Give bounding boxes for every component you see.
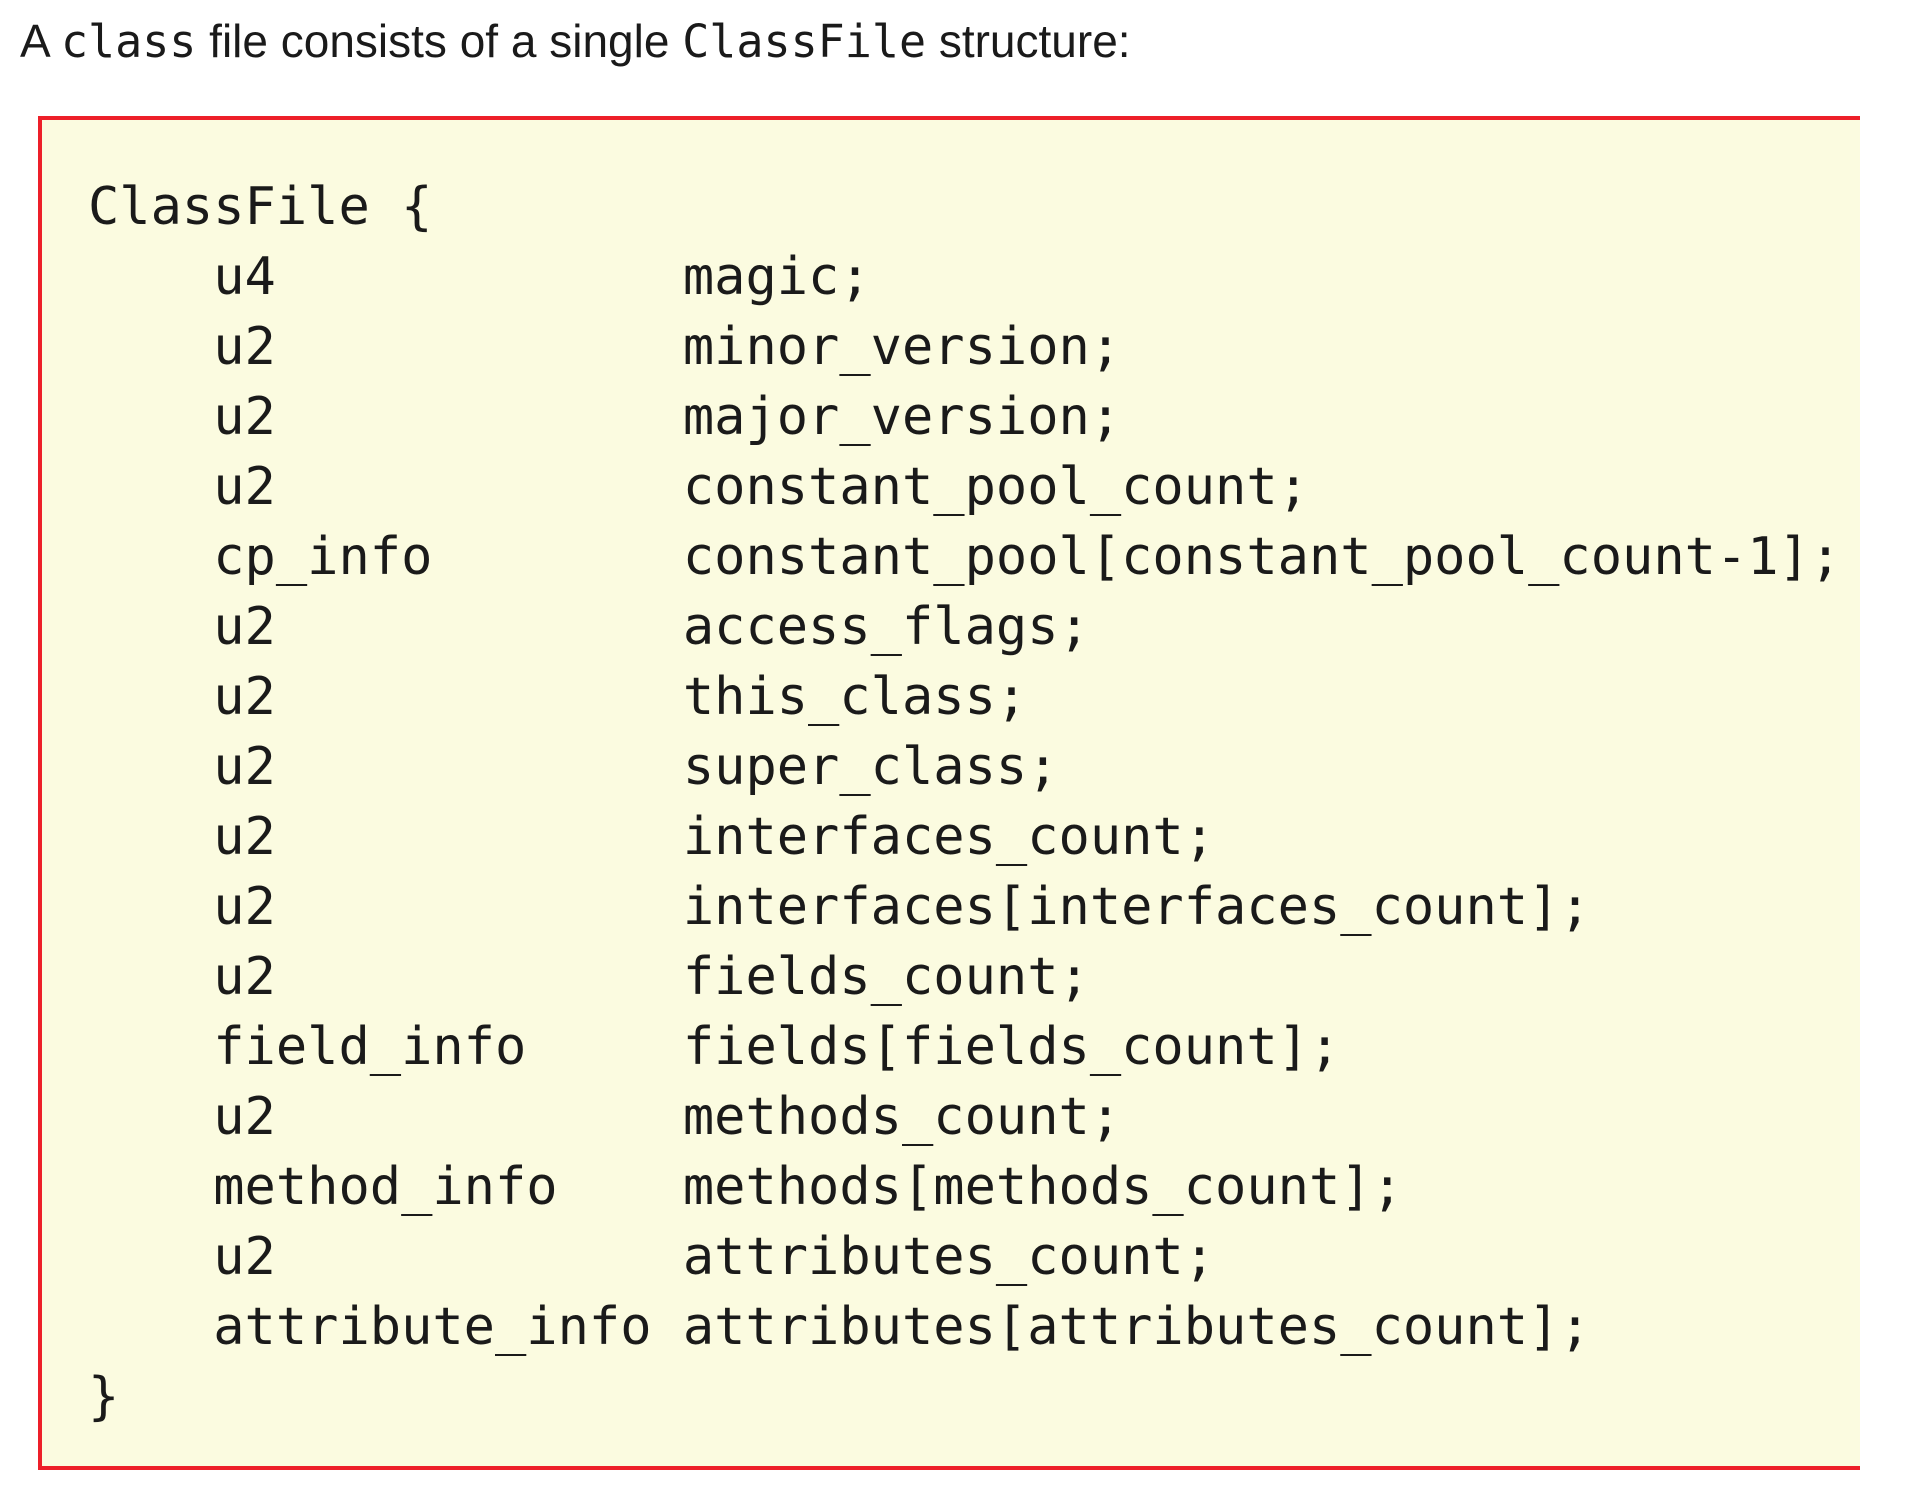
intro-text-middle: file consists of a single (196, 15, 683, 67)
classfile-structure-box: ClassFile { u4 magic; u2 minor_version; … (38, 116, 1860, 1470)
document-page: A class file consists of a single ClassF… (0, 12, 1908, 1470)
intro-sentence: A class file consists of a single ClassF… (20, 12, 1908, 71)
inline-code-classfile: ClassFile (682, 15, 927, 68)
classfile-structure-code: ClassFile { u4 magic; u2 minor_version; … (88, 177, 1842, 1427)
inline-code-class: class (60, 15, 197, 68)
intro-text-suffix: structure: (926, 15, 1131, 67)
intro-text-prefix: A (20, 15, 61, 67)
